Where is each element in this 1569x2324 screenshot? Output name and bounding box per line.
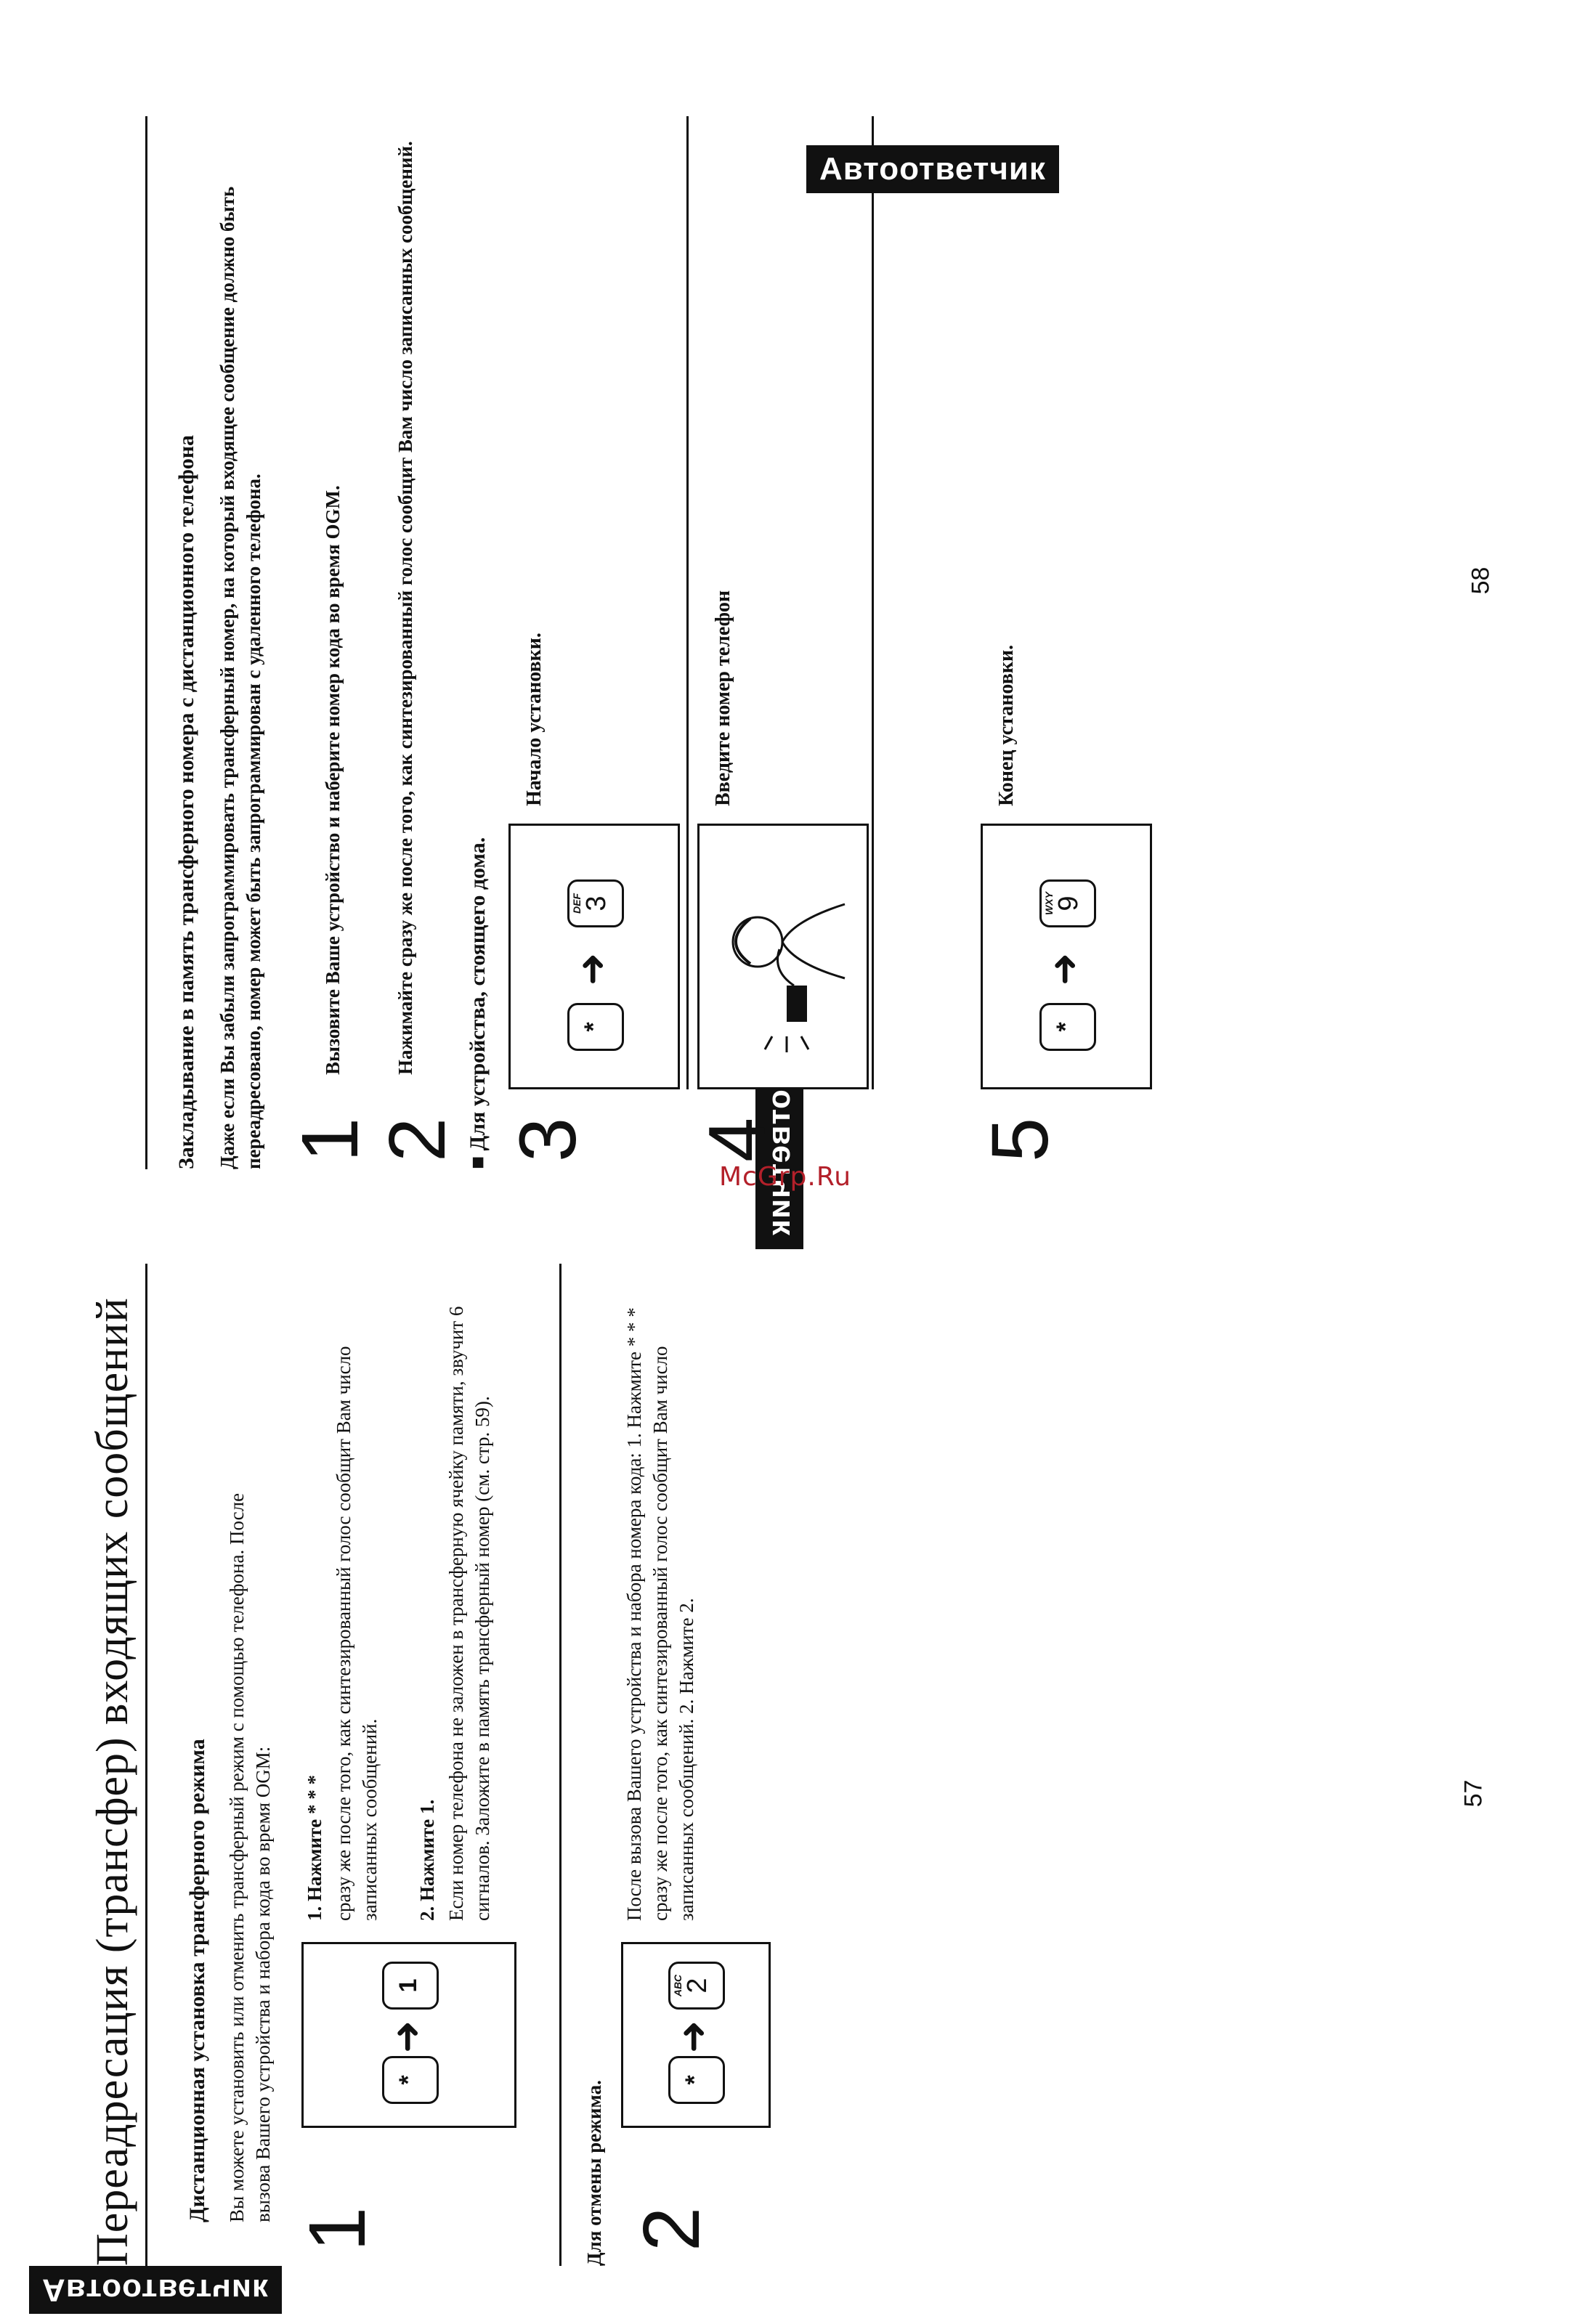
key-1-icon: 1 — [382, 1962, 439, 2010]
page-number-58: 58 — [1467, 566, 1495, 595]
step-4-number: 4 — [692, 1117, 782, 1162]
arrow-right-icon: ➜ — [569, 952, 615, 986]
step-1-number: 1 — [285, 1117, 375, 1162]
step-5-number: 5 — [976, 1117, 1065, 1162]
top-rule — [145, 116, 147, 1169]
title-rule — [145, 1264, 147, 2266]
section-divider — [559, 1264, 561, 2266]
step-1-heading-1: 1. Нажмите * * * — [304, 1774, 325, 1921]
arrow-right-icon: ➜ — [384, 2020, 429, 2053]
step-4-caption: Введите номер телефон — [712, 590, 734, 806]
step-3-number: 3 — [503, 1117, 593, 1162]
arrow-right-icon: ➜ — [1041, 952, 1087, 986]
star-key-icon: * — [1039, 1003, 1096, 1051]
key-3-def-icon: DEF 3 — [567, 879, 624, 927]
step-3-keypad-box: * ➜ DEF 3 — [508, 824, 680, 1089]
page-number-57: 57 — [1459, 1779, 1488, 1808]
step-2-number: 2 — [373, 1117, 462, 1162]
step-5-caption: Конец установки. — [995, 644, 1018, 806]
star-key-icon: * — [567, 1003, 624, 1051]
autoanswer-badge-bottom: Автоответчик — [29, 2266, 282, 2314]
step-divider — [686, 116, 689, 1089]
arrow-right-icon: ➜ — [670, 2020, 715, 2053]
step-1-text: Вызовите Ваше устройство и наберите номе… — [322, 485, 344, 1075]
star-key-icon: * — [382, 2056, 439, 2104]
step-2-text: После вызова Вашего устройства и набора … — [623, 1307, 697, 1921]
step-2-text: Нажимайте сразу же после того, как синте… — [394, 141, 416, 1075]
key-2-abc-icon: ABC 2 — [668, 1962, 725, 2010]
step-1-heading-2: 2. Нажмите 1. — [416, 1799, 438, 1921]
person-on-phone-icon — [731, 903, 846, 1052]
key-9-wxy-icon: WXY 9 — [1039, 879, 1096, 927]
page-57: Переадресация (трансфер) входящих сообще… — [58, 996, 803, 2295]
step-1-keypad-box: * ➜ 1 — [301, 1942, 516, 2128]
step-5-keypad-box: * ➜ WXY 9 — [981, 824, 1152, 1089]
step-divider — [872, 116, 874, 1089]
step-1-text-2: Если номер телефона не заложен в трансфе… — [445, 1306, 493, 1921]
step-1-text-1: сразу же после того, как синтезированный… — [333, 1346, 381, 1921]
step-3-caption: Начало установки. — [523, 633, 546, 806]
page-title: Переадресация (трансфер) входящих сообще… — [88, 1297, 137, 2266]
page-58-step-5: 5 * ➜ WXY 9 Конец установки. — [966, 116, 1199, 1169]
page-58: Закладывание в память трансферного номер… — [145, 116, 874, 1169]
cancel-mode-label: Для отмены режима. — [583, 2080, 605, 2266]
section-title: Дистанционная установка трансферного реж… — [185, 1739, 209, 2222]
step-2-keypad-box: * ➜ ABC 2 — [621, 1942, 771, 2128]
intro-text: Вы можете установить или отменить трансф… — [226, 1492, 274, 2222]
home-device-label: ■ Для устройства, стоящего дома. — [466, 837, 490, 1169]
intro-text: Даже если Вы забыли запрограммировать тр… — [216, 186, 264, 1169]
section-title: Закладывание в память трансферного номер… — [174, 434, 198, 1169]
star-key-icon: * — [668, 2056, 725, 2104]
site-watermark: McGrp.Ru — [719, 1162, 852, 1192]
step-1-number: 1 — [293, 2206, 382, 2251]
step-2-number: 2 — [627, 2206, 716, 2251]
step-4-illustration-box — [697, 824, 869, 1089]
autoanswer-badge-top: Автоответчик — [806, 145, 1059, 193]
